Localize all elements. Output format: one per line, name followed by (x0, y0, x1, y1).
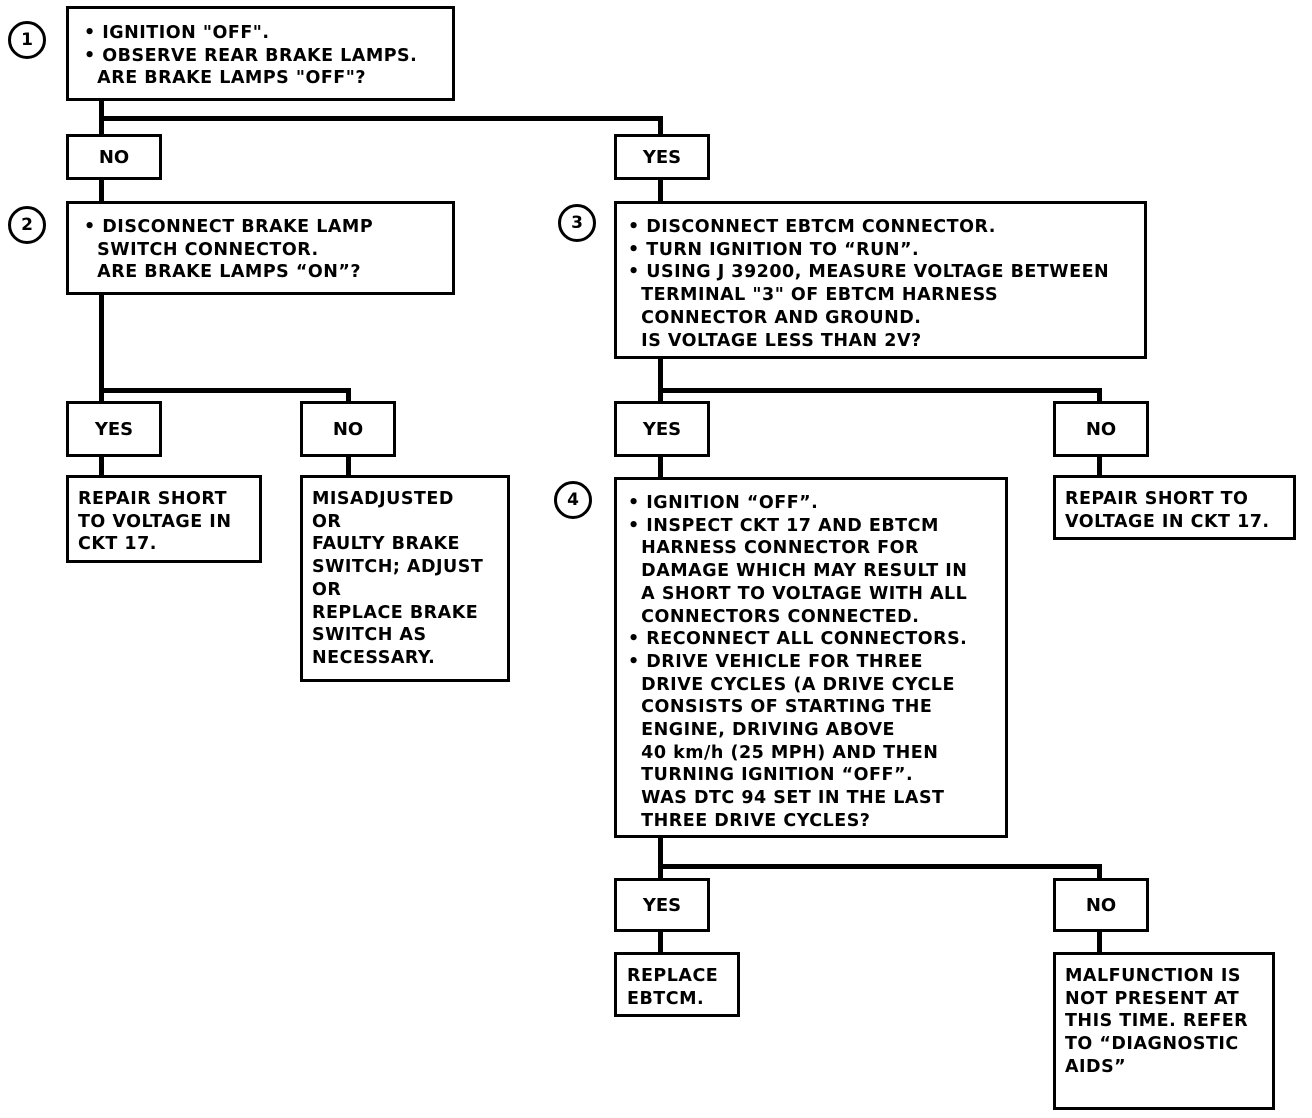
step-number-1: 1 (8, 21, 46, 59)
step-4-box (614, 477, 1008, 838)
step-4-no-label: NO (1053, 878, 1149, 932)
step-3-box (614, 201, 1147, 359)
result-repair-short-ckt17-box (1053, 475, 1296, 540)
step-number-2: 2 (8, 206, 46, 244)
connector-line (658, 836, 663, 880)
connector-line (658, 116, 663, 136)
connector-line (658, 864, 1101, 869)
connector-line (658, 178, 663, 202)
step-2-no-label: NO (300, 401, 396, 457)
connector-line (99, 116, 662, 121)
connector-line (1097, 455, 1102, 477)
connector-line (658, 357, 663, 403)
step-2-yes-label: YES (66, 401, 162, 457)
step-1-yes-label: YES (614, 134, 710, 180)
connector-line (1097, 388, 1102, 403)
result-malfunction-text: MALFUNCTION IS NOT PRESENT AT THIS TIME.… (1065, 966, 1249, 1077)
result-misadjusted-box (300, 475, 510, 682)
result-malfunction-box (1053, 952, 1275, 1110)
step-3-yes-label: YES (614, 401, 710, 457)
step-1-text: • IGNITION "OFF". • OBSERVE REAR BRAKE L… (84, 23, 418, 89)
step-2-box (66, 201, 455, 295)
step-1-box (66, 6, 455, 101)
connector-line (658, 388, 1101, 393)
result-repair-short-box (66, 475, 262, 563)
result-repair-short-text: REPAIR SHORT TO VOLTAGE IN CKT 17. (78, 489, 232, 555)
connector-line (1097, 930, 1102, 954)
connector-line (346, 388, 351, 403)
step-1-no-label: NO (66, 134, 162, 180)
step-3-no-label: NO (1053, 401, 1149, 457)
connector-line (99, 388, 350, 393)
connector-line (658, 930, 663, 954)
connector-line (99, 293, 104, 403)
connector-line (346, 455, 351, 477)
step-4-text: • IGNITION “OFF”. • INSPECT CKT 17 AND E… (628, 493, 968, 831)
result-replace-ebtcm-box (614, 952, 740, 1017)
connector-line (99, 178, 104, 202)
step-3-text: • DISCONNECT EBTCM CONNECTOR. • TURN IGN… (628, 217, 1110, 351)
step-4-yes-label: YES (614, 878, 710, 932)
step-2-text: • DISCONNECT BRAKE LAMP SWITCH CONNECTOR… (84, 217, 374, 283)
connector-line (658, 455, 663, 477)
connector-line (1097, 864, 1102, 880)
result-misadjusted-text: MISADJUSTED OR FAULTY BRAKE SWITCH; ADJU… (312, 489, 484, 668)
step-number-4: 4 (554, 481, 592, 519)
result-replace-ebtcm-text: REPLACE EBTCM. (627, 966, 719, 1009)
result-repair-short-ckt17-text: REPAIR SHORT TO VOLTAGE IN CKT 17. (1065, 489, 1270, 532)
step-number-3: 3 (558, 204, 596, 242)
connector-line (99, 455, 104, 477)
